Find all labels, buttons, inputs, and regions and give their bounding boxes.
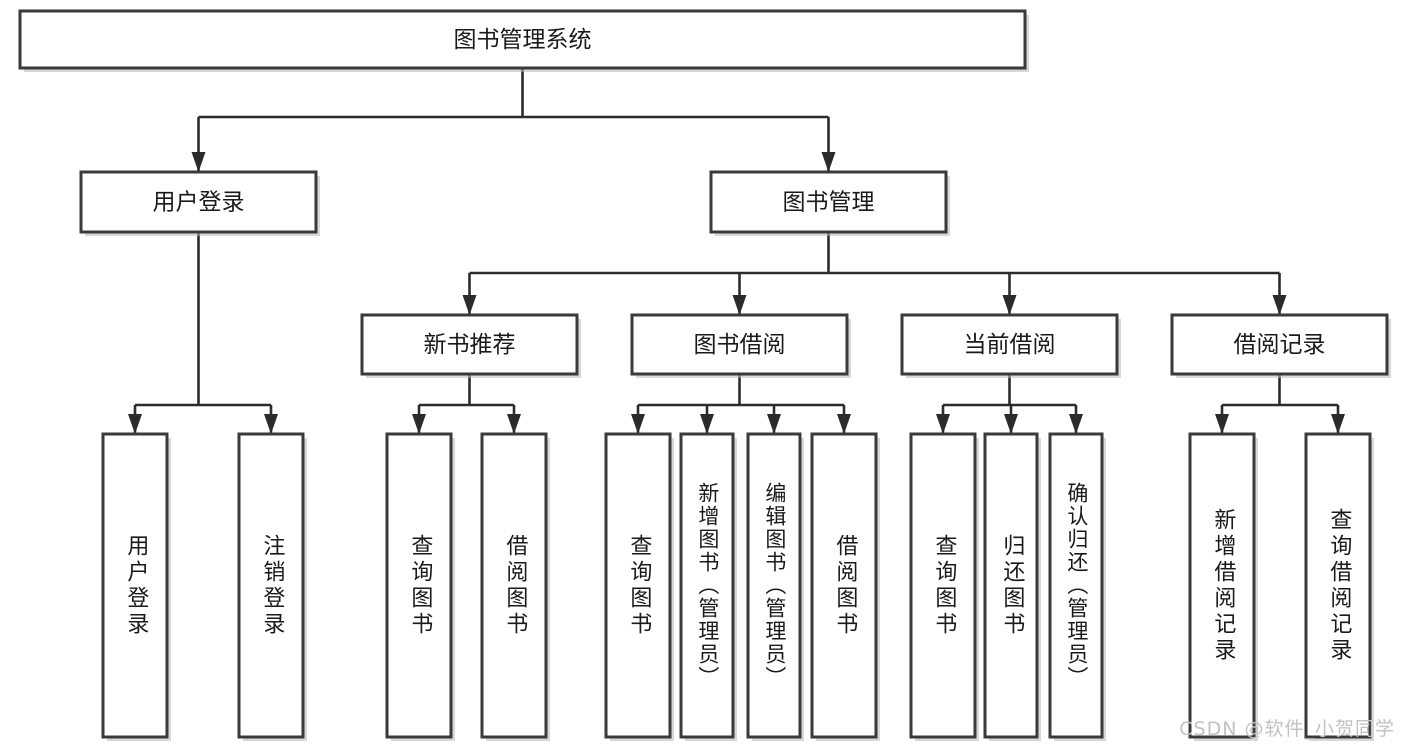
- node-user-login-label: 用户登录: [153, 190, 245, 216]
- node-new-book-recommend[interactable]: [360, 313, 579, 376]
- bookmanage-to-level3-arrow-2: [1002, 295, 1017, 315]
- node-leaf-add-record[interactable]: [1188, 432, 1256, 739]
- root-to-level2-arrow-0: [191, 152, 206, 172]
- bookmanage-to-level3-arrow-3: [1272, 295, 1287, 315]
- node-current-borrow-label: 当前借阅: [964, 332, 1056, 358]
- node-borrow-record-label: 借阅记录: [1234, 332, 1326, 358]
- book-borrow-to-leaves-arrow-2: [767, 414, 781, 434]
- watermark-text: CSDN @软件_小贺同学: [1179, 718, 1395, 740]
- node-current-borrow[interactable]: [900, 313, 1119, 376]
- node-leaf-query-record[interactable]: [1304, 432, 1372, 739]
- user-login-to-leaves-arrow-0: [128, 414, 142, 434]
- node-leaf-user-login[interactable]: [101, 432, 169, 739]
- borrow-record-to-leaves-arrow-0: [1215, 414, 1229, 434]
- new-book-recommend-to-leaves-arrow-0: [412, 414, 426, 434]
- node-root[interactable]: [18, 9, 1027, 70]
- connectors-layer: [128, 68, 1345, 434]
- node-leaf-add-book[interactable]: [679, 432, 735, 739]
- node-leaf-query-book-2[interactable]: [604, 432, 672, 739]
- current-borrow-to-leaves-arrow-0: [936, 414, 950, 434]
- book-borrow-to-leaves-arrow-1: [700, 414, 714, 434]
- node-leaf-confirm-return[interactable]: [1048, 432, 1104, 739]
- node-leaf-logout[interactable]: [237, 432, 305, 739]
- new-book-recommend-to-leaves-arrow-1: [507, 414, 521, 434]
- node-new-book-recommend-label: 新书推荐: [424, 332, 516, 358]
- bookmanage-to-level3-arrow-0: [462, 295, 477, 315]
- node-leaf-query-book-3[interactable]: [909, 432, 977, 739]
- node-book-borrow[interactable]: [630, 313, 849, 376]
- node-book-borrow-label: 图书借阅: [694, 332, 786, 358]
- node-borrow-record[interactable]: [1170, 313, 1389, 376]
- root-to-level2-arrow-1: [821, 152, 836, 172]
- current-borrow-to-leaves-arrow-2: [1069, 414, 1083, 434]
- node-leaf-borrow-book-1[interactable]: [480, 432, 548, 739]
- node-book-manage[interactable]: [709, 170, 948, 234]
- node-leaf-return-book[interactable]: [983, 432, 1039, 739]
- book-borrow-to-leaves-arrow-3: [837, 414, 851, 434]
- node-user-login[interactable]: [79, 170, 318, 234]
- node-leaf-query-book-1[interactable]: [385, 432, 453, 739]
- book-borrow-to-leaves-arrow-0: [631, 414, 645, 434]
- node-leaf-edit-book[interactable]: [746, 432, 802, 739]
- node-root-label: 图书管理系统: [454, 27, 592, 53]
- bookmanage-to-level3-arrow-1: [732, 295, 747, 315]
- user-login-to-leaves-arrow-1: [264, 414, 278, 434]
- node-leaf-borrow-book-2[interactable]: [810, 432, 878, 739]
- borrow-record-to-leaves-arrow-1: [1331, 414, 1345, 434]
- boxes-layer: [18, 9, 1391, 741]
- node-book-manage-label: 图书管理: [783, 190, 875, 216]
- current-borrow-to-leaves-arrow-1: [1004, 414, 1018, 434]
